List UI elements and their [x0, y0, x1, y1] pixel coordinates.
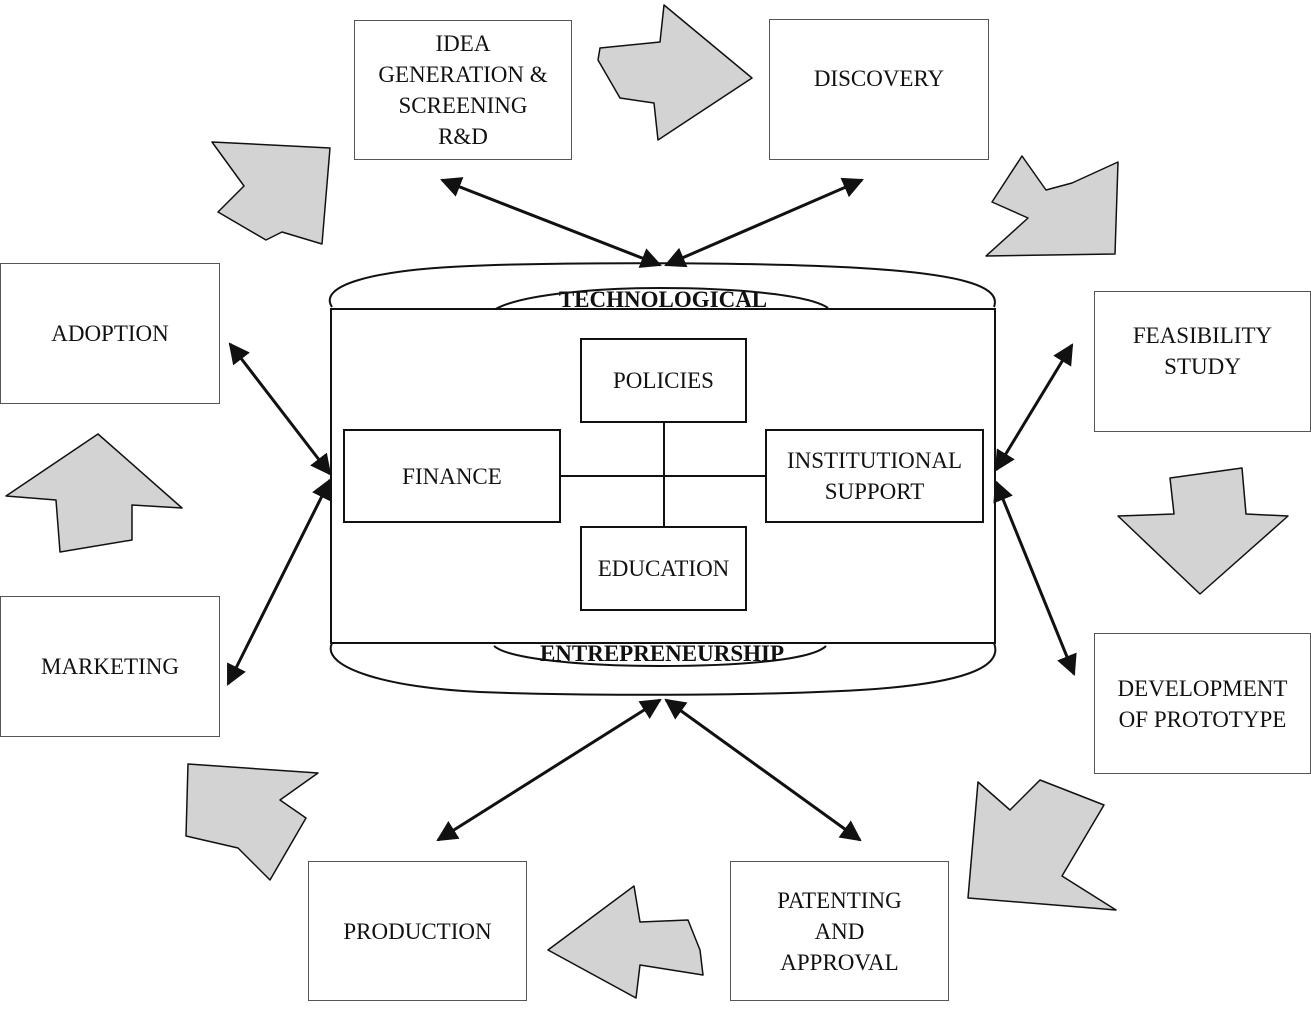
- stage-production-label: PRODUCTION: [343, 918, 492, 944]
- stage-patenting-and-approval-label: PATENTING AND APPROVAL: [777, 887, 902, 975]
- flow-arrow-marketing-to-adoption: [5, 433, 183, 553]
- inner-finance-label: FINANCE: [402, 463, 502, 489]
- stage-feasibility-study-label: FEASIBILITY STUDY: [1132, 322, 1273, 379]
- stage-production: PRODUCTION: [308, 861, 527, 1001]
- flow-arrow-prototype-to-patenting: [967, 779, 1117, 911]
- inner-policies-label: POLICIES: [613, 368, 714, 393]
- stage-development-of-prototype-label: DEVELOPMENT OF PROTOTYPE: [1117, 675, 1288, 732]
- flow-arrow-production-to-marketing: [185, 763, 319, 881]
- stage-development-of-prototype: DEVELOPMENT OF PROTOTYPE: [1094, 633, 1311, 774]
- link-arrow-marketing: [226, 478, 332, 686]
- inner-education: EDUCATION: [580, 526, 747, 611]
- link-arrow-production: [436, 698, 662, 842]
- stage-discovery: DISCOVERY: [769, 19, 989, 160]
- flow-arrow-patenting-to-production: [547, 885, 704, 999]
- stage-marketing: MARKETING: [0, 596, 220, 737]
- stage-adoption-label: ADOPTION: [51, 321, 169, 346]
- flow-arrow-discovery-to-feasibility: [985, 155, 1119, 257]
- stage-discovery-label: DISCOVERY: [813, 66, 945, 91]
- inner-education-label: EDUCATION: [597, 556, 730, 581]
- top-band-inner-arc: [493, 286, 829, 311]
- stage-patenting-and-approval: PATENTING AND APPROVAL: [730, 861, 949, 1001]
- stage-feasibility-study: FEASIBILITY STUDY: [1094, 291, 1311, 432]
- link-arrow-adoption: [228, 342, 332, 476]
- inner-institutional-support-label: INSTITUTIONAL SUPPORT: [786, 448, 962, 504]
- link-arrow-patenting: [664, 698, 862, 842]
- inner-policies: POLICIES: [580, 338, 747, 423]
- link-arrow-idea: [440, 177, 662, 268]
- stage-idea-generation-label: IDEA GENERATION & SCREENING R&D: [378, 31, 548, 149]
- flow-arrow-idea-to-discovery: [597, 4, 753, 141]
- link-arrow-prototype: [993, 480, 1077, 676]
- stage-adoption: ADOPTION: [0, 263, 220, 404]
- inner-finance: FINANCE: [343, 429, 561, 523]
- entrepreneurship-label: ENTREPRENEURSHIP: [539, 641, 785, 666]
- bottom-band-inner-arc: [493, 645, 827, 668]
- flow-arrow-adoption-to-idea: [211, 141, 331, 245]
- inner-institutional-support: INSTITUTIONAL SUPPORT: [765, 429, 984, 523]
- stage-marketing-label: MARKETING: [41, 654, 179, 679]
- link-arrow-feasibility: [994, 343, 1074, 472]
- bottom-band-ellipse: [329, 642, 997, 696]
- stage-idea-generation: IDEA GENERATION & SCREENING R&D: [354, 20, 572, 160]
- inner-connectors: [561, 423, 765, 526]
- link-arrow-discovery: [664, 177, 864, 268]
- technological-label: TECHNOLOGICAL: [558, 287, 768, 312]
- flow-arrow-feasibility-to-prototype: [1117, 467, 1289, 595]
